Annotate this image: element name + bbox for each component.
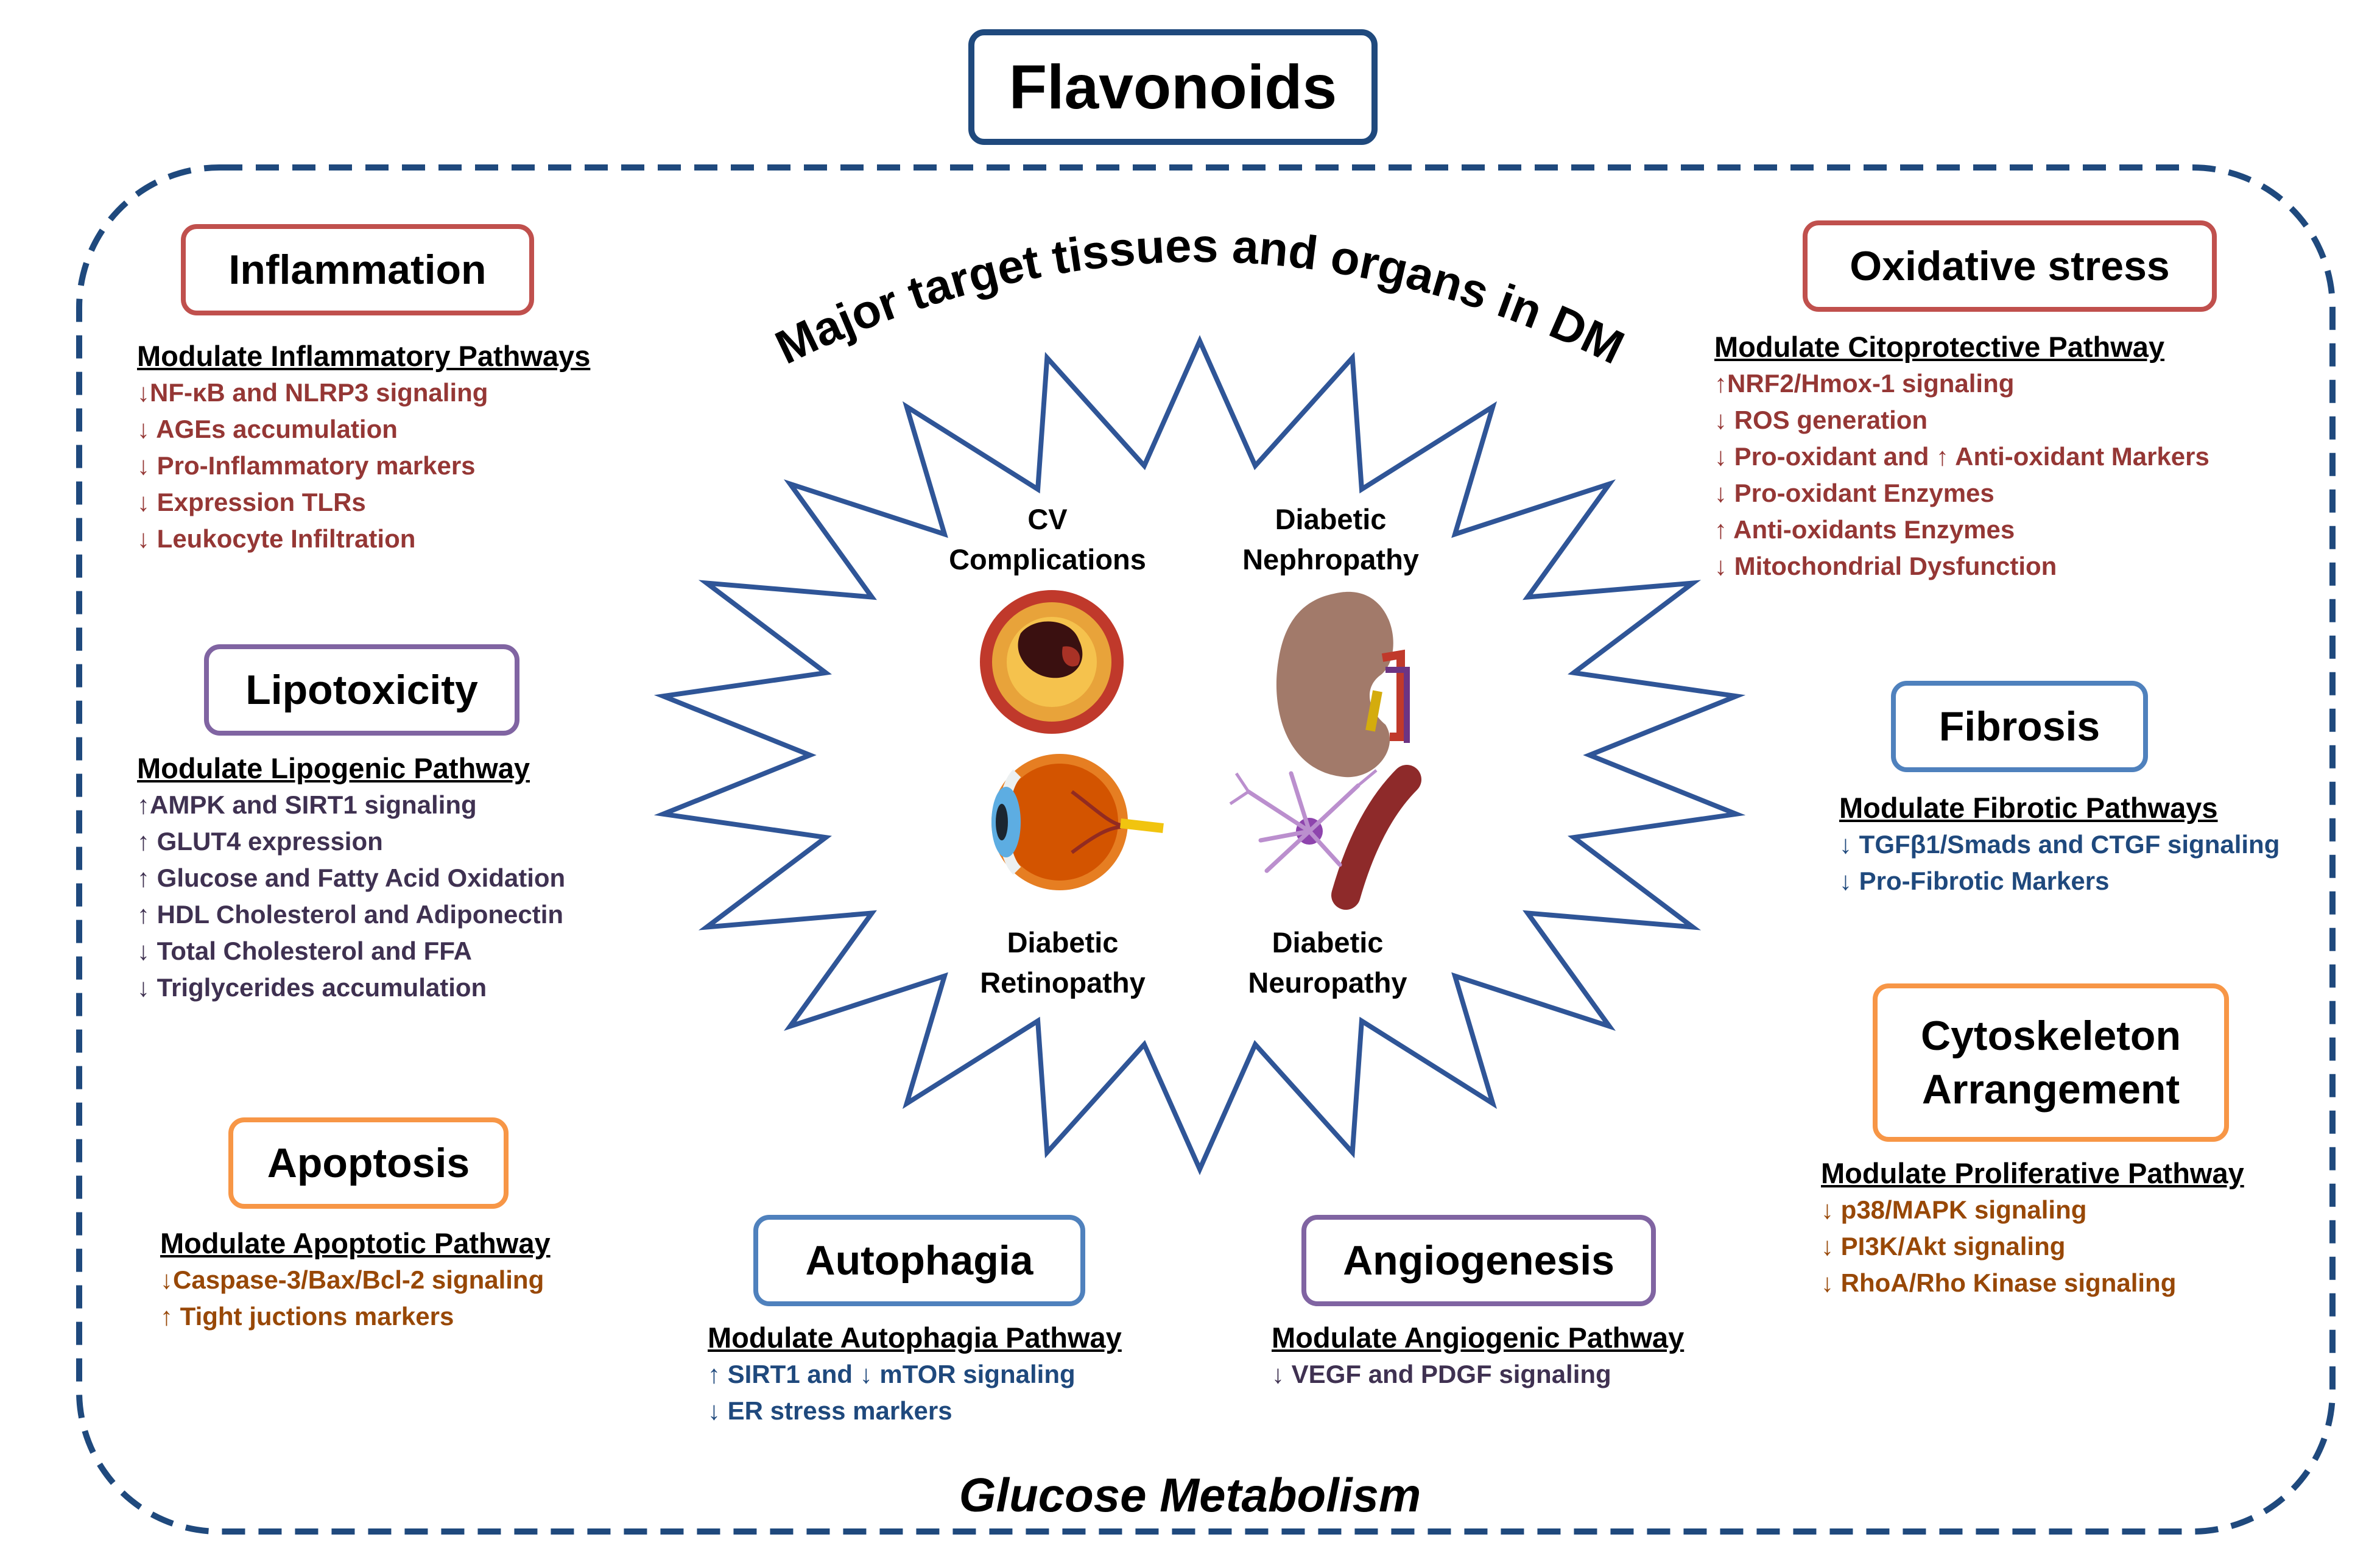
lipotoxicity-item: ↑ HDL Cholesterol and Adiponectin (137, 900, 564, 929)
angiogenesis-item: ↓ VEGF and PDGF signaling (1272, 1360, 1611, 1388)
kidney-icon (1276, 591, 1410, 778)
cytoskeleton-pathway: Modulate Proliferative Pathway ↓ p38/MAP… (1821, 1155, 2244, 1301)
inflammation-item: ↓ Expression TLRs (137, 488, 366, 516)
inflammation-heading: Modulate Inflammatory Pathways (137, 340, 591, 372)
diabetic-retinopathy-label: Diabetic Retinopathy (980, 926, 1146, 999)
fibrosis-item: ↓ TGFβ1/Smads and CTGF signaling (1839, 830, 2280, 859)
apoptosis-pathway: Modulate Apoptotic Pathway ↓Caspase-3/Ba… (160, 1225, 551, 1335)
oxidative-stress-pathway: Modulate Citoprotective Pathway ↑NRF2/Hm… (1714, 329, 2209, 585)
fibrosis-item: ↓ Pro-Fibrotic Markers (1839, 867, 2110, 895)
inflammation-item: ↓NF-κB and NLRP3 signaling (137, 378, 488, 407)
lipotoxicity-heading: Modulate Lipogenic Pathway (137, 752, 530, 784)
diabetic-nephropathy-label: Diabetic Nephropathy (1242, 503, 1419, 575)
lipotoxicity-item: ↑AMPK and SIRT1 signaling (137, 790, 477, 819)
oxidative-stress-heading: Modulate Citoprotective Pathway (1714, 331, 2165, 363)
star-burst (653, 335, 1746, 1175)
eye-icon (991, 754, 1164, 890)
heart-artery-icon (980, 590, 1124, 734)
autophagia-heading: Modulate Autophagia Pathway (708, 1321, 1122, 1354)
oxidative-stress-item: ↓ ROS generation (1714, 406, 1928, 434)
inflammation-item: ↓ AGEs accumulation (137, 415, 398, 443)
lipotoxicity-pathway: Modulate Lipogenic Pathway ↑AMPK and SIR… (137, 750, 565, 1006)
flavonoids-title-box: Flavonoids (968, 29, 1378, 145)
fibrosis-box: Fibrosis (1891, 681, 2148, 772)
cytoskeleton-item: ↓ PI3K/Akt signaling (1821, 1232, 2066, 1261)
oxidative-stress-item: ↑NRF2/Hmox-1 signaling (1714, 369, 2015, 398)
inflammation-pathway: Modulate Inflammatory Pathways ↓NF-κB an… (137, 338, 590, 557)
apoptosis-heading: Modulate Apoptotic Pathway (160, 1227, 551, 1259)
cytoskeleton-box: Cytoskeleton Arrangement (1873, 983, 2229, 1142)
oxidative-stress-item: ↓ Mitochondrial Dysfunction (1714, 552, 2057, 580)
angiogenesis-pathway: Modulate Angiogenic Pathway ↓ VEGF and P… (1272, 1320, 1684, 1393)
apoptosis-item: ↑ Tight juctions markers (160, 1302, 454, 1331)
lipotoxicity-item: ↑ GLUT4 expression (137, 827, 383, 856)
cytoskeleton-item: ↓ RhoA/Rho Kinase signaling (1821, 1268, 2177, 1297)
angiogenesis-box: Angiogenesis (1301, 1215, 1656, 1306)
inflammation-item: ↓ Pro-Inflammatory markers (137, 451, 476, 480)
oxidative-stress-item: ↑ Anti-oxidants Enzymes (1714, 515, 2015, 544)
lipotoxicity-box: Lipotoxicity (204, 644, 519, 736)
glucose-metabolism-label: Glucose Metabolism (959, 1468, 1421, 1522)
angiogenesis-heading: Modulate Angiogenic Pathway (1272, 1321, 1685, 1354)
autophagia-item: ↓ ER stress markers (708, 1396, 952, 1425)
diabetic-neuropathy-label: Diabetic Neuropathy (1248, 926, 1407, 999)
oxidative-stress-item: ↓ Pro-oxidant and ↑ Anti-oxidant Markers (1714, 442, 2209, 471)
inflammation-item: ↓ Leukocyte Infiltration (137, 524, 416, 553)
inflammation-box: Inflammation (181, 224, 534, 315)
lipotoxicity-item: ↓ Total Cholesterol and FFA (137, 937, 472, 965)
cv-complications-label: CV Complications (949, 503, 1146, 575)
cytoskeleton-heading: Modulate Proliferative Pathway (1821, 1157, 2244, 1189)
dashed-frame (76, 164, 2336, 1535)
autophagia-box: Autophagia (753, 1215, 1085, 1306)
autophagia-item: ↑ SIRT1 and ↓ mTOR signaling (708, 1360, 1076, 1388)
apoptosis-box: Apoptosis (228, 1117, 509, 1209)
lipotoxicity-item: ↓ Triglycerides accumulation (137, 973, 487, 1002)
autophagia-pathway: Modulate Autophagia Pathway ↑ SIRT1 and … (708, 1320, 1122, 1429)
oxidative-stress-box: Oxidative stress (1803, 220, 2217, 312)
fibrosis-heading: Modulate Fibrotic Pathways (1839, 792, 2218, 824)
neuron-icon (1229, 765, 1421, 910)
cytoskeleton-item: ↓ p38/MAPK signaling (1821, 1195, 2087, 1224)
lipotoxicity-item: ↑ Glucose and Fatty Acid Oxidation (137, 863, 566, 892)
flavonoids-title: Flavonoids (1009, 52, 1337, 122)
oxidative-stress-item: ↓ Pro-oxidant Enzymes (1714, 479, 1994, 507)
fibrosis-pathway: Modulate Fibrotic Pathways ↓ TGFβ1/Smads… (1839, 790, 2280, 899)
apoptosis-item: ↓Caspase-3/Bax/Bcl-2 signaling (160, 1265, 544, 1294)
